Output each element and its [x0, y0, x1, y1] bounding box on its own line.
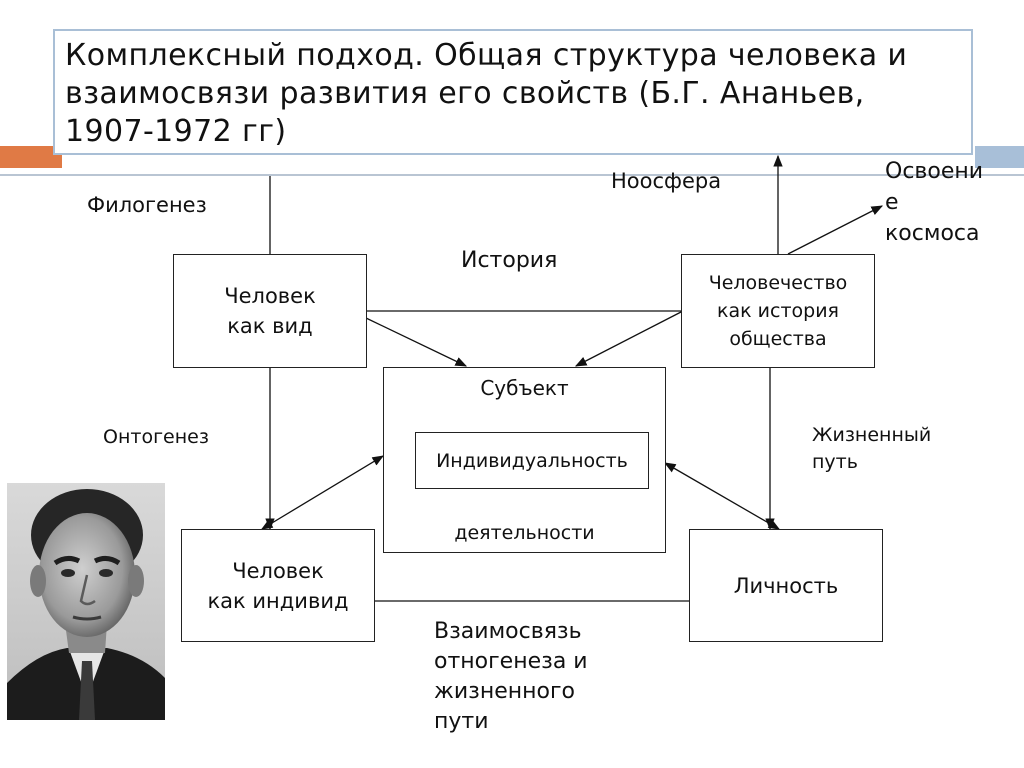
label-phylogenesis: Филогенез — [87, 193, 207, 217]
box-personality-label: Личность — [733, 573, 839, 598]
arrow-species-subject — [365, 317, 468, 367]
arrow-subject-personality — [663, 462, 781, 530]
box-individual-line2: как индивид — [207, 588, 349, 613]
arrow-space — [787, 205, 884, 255]
arrow-individual-subject — [260, 455, 385, 530]
label-relation-line3: жизненного — [434, 679, 575, 704]
box-individuality: Индивидуальность — [415, 432, 649, 489]
slide-title: Комплексный подход. Общая структура чело… — [53, 29, 973, 155]
box-subject: Субъект Индивидуальность деятельности — [383, 367, 666, 553]
box-human-as-individual: Человек как индивид — [181, 529, 375, 642]
arrow-humanity-subject — [574, 311, 682, 367]
box-species-line2: как вид — [227, 314, 313, 338]
box-human-as-species: Человек как вид — [173, 254, 367, 368]
label-space-line2: е — [885, 190, 899, 215]
accent-divider — [0, 174, 1024, 176]
accent-band-left — [0, 146, 62, 168]
box-humanity: Человечество как история общества — [681, 254, 875, 368]
accent-band-right — [975, 146, 1024, 168]
label-space-line1: Освоени — [885, 159, 984, 184]
label-relation-line4: пути — [434, 709, 489, 734]
label-life-path-line1: Жизненный — [812, 424, 932, 446]
label-life-path: Жизненный путь — [812, 422, 931, 476]
box-personality: Личность — [689, 529, 883, 642]
label-relation-line1: Взаимосвязь — [434, 619, 582, 644]
label-relation: Взаимосвязь отногенеза и жизненного пути — [434, 617, 588, 737]
box-humanity-line2: как история — [717, 300, 839, 322]
label-noosphere: Ноосфера — [611, 169, 722, 193]
box-humanity-line1: Человечество — [708, 272, 848, 294]
label-ontogenesis: Онтогенез — [103, 426, 209, 448]
label-space-line3: космоса — [885, 221, 980, 246]
box-subject-bottom: деятельности — [454, 522, 595, 544]
portrait-photo — [7, 483, 165, 720]
box-humanity-line3: общества — [729, 328, 827, 350]
box-subject-top: Субъект — [480, 376, 569, 400]
label-history: История — [461, 248, 558, 273]
box-species-line1: Человек — [224, 284, 316, 308]
label-relation-line2: отногенеза и — [434, 649, 588, 674]
label-space-exploration: Освоени е космоса — [885, 156, 983, 249]
box-individual-line1: Человек — [232, 558, 324, 583]
label-life-path-line2: путь — [812, 451, 858, 473]
